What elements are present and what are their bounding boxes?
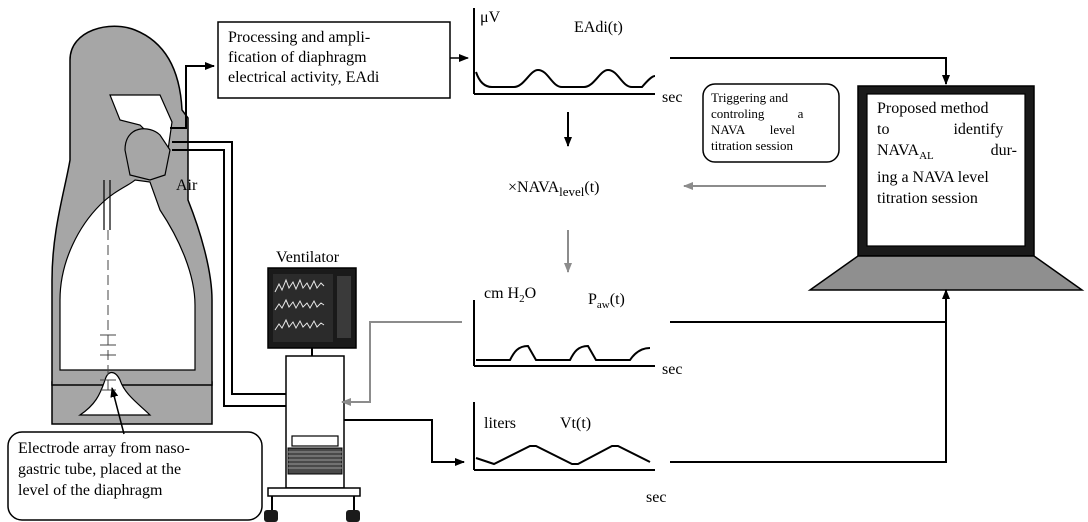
eadi-waveform	[475, 68, 656, 88]
electrode-pointer-arrow	[110, 387, 125, 435]
trigger-box	[702, 83, 840, 163]
ventilator-label: Ventilator	[276, 249, 340, 266]
paw-signal-label: Paw(t)	[588, 291, 625, 311]
vt-sec-label: sec	[646, 489, 666, 506]
eadi-plot	[473, 8, 656, 95]
paw-unit-label: cm H2O	[484, 285, 536, 305]
paw-waveform	[476, 344, 651, 361]
nava-level-label: ×NAVAlevel(t)	[508, 179, 600, 199]
vt-to-method-line	[670, 290, 947, 463]
electrode-box	[7, 431, 263, 521]
laptop	[807, 85, 1085, 291]
ventilator-to-vt-arrow	[344, 419, 465, 466]
electrode-box-text: Electrode array from naso- gastric tube,…	[18, 440, 190, 499]
vt-waveform	[475, 445, 651, 466]
paw-to-method-arrow	[670, 289, 950, 323]
air-label: Air	[176, 177, 198, 194]
eadi-sec-label: sec	[662, 89, 682, 106]
vt-plot	[473, 402, 655, 471]
vt-unit-label: liters	[484, 415, 516, 432]
paw-plot	[473, 300, 655, 367]
ventilator	[264, 267, 361, 522]
paw-sec-label: sec	[662, 361, 682, 378]
air-tube-expiratory	[172, 149, 286, 407]
laptop-keyboard	[807, 255, 1085, 291]
eadi-to-method-arrow	[670, 57, 950, 85]
processing-box	[217, 21, 451, 99]
processing-box-text: Processing and ampli- fication of diaphr…	[228, 29, 380, 86]
laptop-screen	[866, 93, 1026, 247]
patient-silhouette	[51, 25, 213, 425]
eadi-unit-label: μV	[480, 9, 501, 26]
eadi-input-connector	[170, 62, 215, 129]
vt-signal-label: Vt(t)	[560, 415, 591, 432]
air-tube-inspiratory	[172, 141, 286, 395]
eadi-signal-label: EAdi(t)	[574, 19, 623, 36]
paw-to-ventilator-arrow	[341, 321, 462, 406]
trigger-box-text: Triggering and controling a NAVA level t…	[711, 90, 804, 153]
